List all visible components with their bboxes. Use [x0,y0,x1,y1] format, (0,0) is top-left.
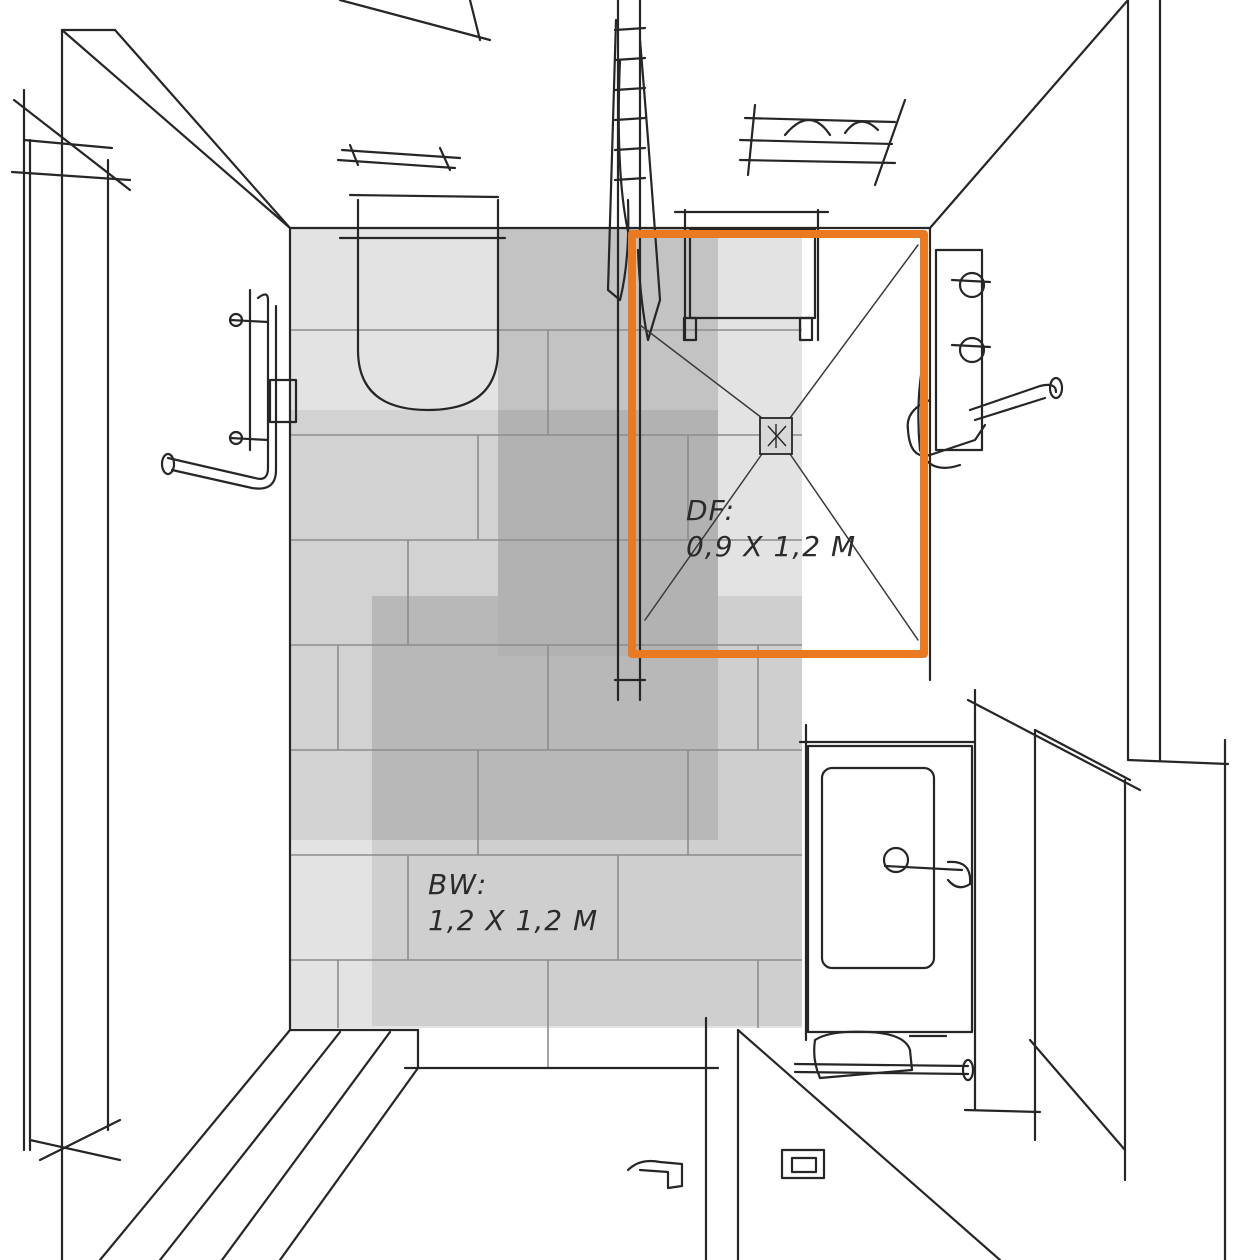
grab-bar [160,288,298,490]
shower-floor-slopes [639,244,919,641]
front-threshold [98,1016,1002,1260]
towel-rail [793,1030,975,1082]
floor-fixtures [626,1148,826,1190]
overlap-zone-dark-2 [498,410,718,656]
movement-zones [290,228,802,1028]
toilet [336,143,507,412]
df-label-title: DF: [686,494,735,527]
drain-icon [759,417,793,455]
shower-fittings [906,248,1064,469]
bw-label-dims: 1,2 X 1,2 M [428,904,598,937]
shower-area-outline [628,230,928,658]
ceiling-vent [738,98,907,187]
right-wall-panels [963,688,1142,1182]
floor-tiles [290,329,802,1068]
washbasin [798,723,977,1042]
bw-label-title: BW: [428,868,487,901]
df-label-dims: 0,9 X 1,2 M [686,530,856,563]
shower-curtain [606,0,662,702]
